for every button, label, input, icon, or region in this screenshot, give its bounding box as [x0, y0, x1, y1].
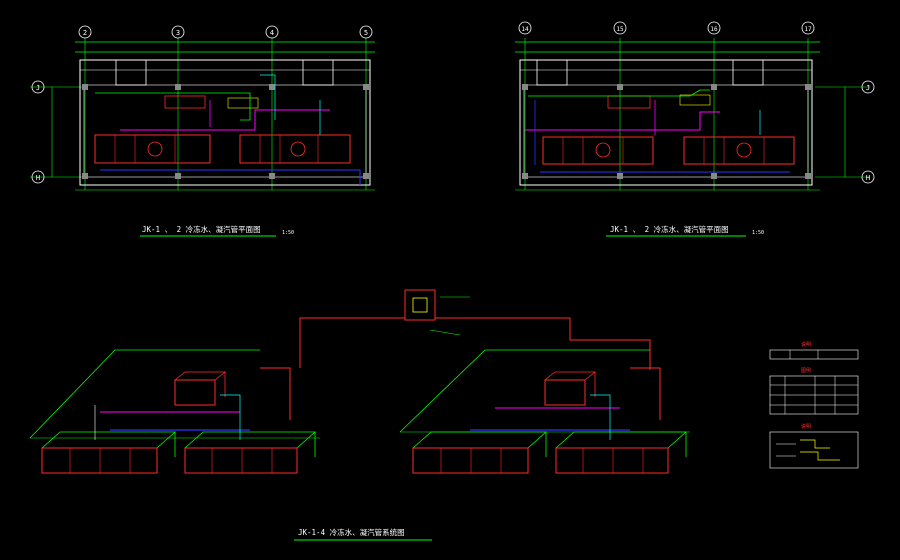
legend-tables: 说明 图例 说明	[769, 341, 859, 469]
isometric-title: JK-1-4 冷冻水、凝汽管系统图	[298, 527, 405, 537]
svg-text:J: J	[36, 84, 40, 92]
grid-bubble-col-14: 14	[518, 21, 532, 35]
plan-right-scale: 1:50	[752, 230, 764, 236]
grid-bubble-col-2: 2	[78, 25, 92, 39]
grid-bubble-row-H: H	[31, 170, 45, 184]
grid-bubble-row-H-right: H	[861, 170, 875, 184]
legend-table-1: 说明	[769, 341, 859, 360]
grid-bubble-row-J-right: J	[861, 80, 875, 94]
svg-text:5: 5	[364, 29, 368, 37]
svg-text:16: 16	[710, 26, 718, 33]
grid-bubble-col-3: 3	[171, 25, 185, 39]
ahu-right-1	[542, 136, 654, 165]
svg-text:2: 2	[83, 29, 87, 37]
ahu-left-2	[239, 134, 351, 164]
svg-text:H: H	[36, 174, 40, 182]
svg-text:图例: 图例	[801, 367, 811, 374]
svg-text:14: 14	[521, 26, 529, 33]
iso-fan-box-right	[544, 371, 597, 406]
isometric-system: JK-1-4 冷冻水、凝汽管系统图	[29, 289, 690, 541]
iso-ahu-right-2	[555, 431, 688, 474]
plan-right: 14 15 16 17 J H	[515, 21, 875, 237]
grid-bubble-col-4: 4	[265, 25, 279, 39]
svg-text:17: 17	[804, 26, 812, 33]
plan-left: 2 3 4 5 J H	[30, 25, 375, 237]
svg-text:说明: 说明	[801, 423, 811, 430]
plan-left-scale: 1:50	[282, 230, 294, 236]
grid-bubble-col-17: 17	[801, 21, 815, 35]
svg-text:说明: 说明	[801, 341, 811, 348]
iso-ahu-left-1	[41, 431, 177, 474]
svg-text:4: 4	[270, 29, 274, 37]
iso-ahu-right-1	[412, 431, 548, 474]
grid-bubble-col-16: 16	[707, 21, 721, 35]
svg-text:H: H	[866, 174, 870, 182]
plan-right-title: JK-1 、 2 冷冻水、凝汽管平面图	[610, 224, 729, 234]
ahu-right-2	[683, 136, 795, 165]
svg-text:J: J	[866, 84, 870, 92]
plan-left-title: JK-1 、 2 冷冻水、凝汽管平面图	[142, 224, 261, 234]
grid-bubble-row-J: J	[31, 80, 45, 94]
legend-table-3: 说明	[769, 423, 859, 469]
iso-ahu-left-2	[184, 431, 317, 474]
ahu-left-1	[94, 134, 211, 164]
iso-fan-box-left	[174, 371, 227, 406]
grid-bubble-col-15: 15	[613, 21, 627, 35]
svg-text:3: 3	[176, 29, 180, 37]
legend-table-2: 图例	[769, 367, 859, 415]
grid-bubble-col-5: 5	[359, 25, 373, 39]
svg-text:15: 15	[616, 26, 624, 33]
